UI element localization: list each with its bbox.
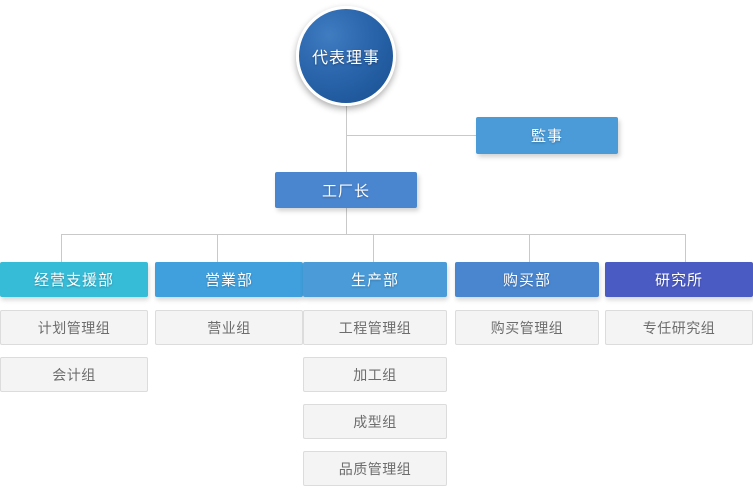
- node-factory-manager-label: 工厂长: [321, 182, 370, 200]
- node-group-processing[interactable]: 加工组: [303, 357, 447, 392]
- node-group-purchasing-management[interactable]: 购买管理组: [455, 310, 599, 345]
- node-department-purchasing[interactable]: 购买部: [455, 262, 599, 297]
- node-department-management-support[interactable]: 经营支援部: [0, 262, 148, 297]
- node-group-accounting-label: 会计组: [52, 366, 96, 383]
- node-auditor-label: 監事: [530, 128, 563, 145]
- node-department-purchasing-label: 购买部: [502, 272, 551, 289]
- node-department-production[interactable]: 生产部: [303, 262, 447, 297]
- node-representative-director-label: 代表理事: [311, 50, 380, 67]
- node-group-molding[interactable]: 成型组: [303, 404, 447, 439]
- node-group-engineering-management-label: 工程管理组: [338, 319, 412, 336]
- node-group-quality-management[interactable]: 品质管理组: [303, 451, 447, 486]
- node-group-sales-label: 营业组: [207, 319, 251, 336]
- node-group-planning-management-label: 计划管理组: [37, 319, 111, 336]
- connector-drop-dept-1: [61, 234, 62, 262]
- connector-drop-dept-4: [529, 234, 530, 262]
- node-auditor[interactable]: 監事: [476, 117, 618, 154]
- node-department-management-support-label: 经营支援部: [33, 272, 114, 289]
- node-department-sales-label: 営業部: [204, 272, 253, 289]
- node-group-processing-label: 加工组: [353, 366, 397, 383]
- connector-auditor-horizontal: [346, 135, 476, 136]
- node-group-accounting[interactable]: 会计组: [0, 357, 148, 392]
- node-group-quality-management-label: 品质管理组: [338, 460, 412, 477]
- node-group-planning-management[interactable]: 计划管理组: [0, 310, 148, 345]
- node-department-production-label: 生产部: [350, 272, 399, 289]
- node-department-sales[interactable]: 営業部: [155, 262, 303, 297]
- connector-manager-vertical: [346, 207, 347, 235]
- node-group-engineering-management[interactable]: 工程管理组: [303, 310, 447, 345]
- connector-drop-dept-5: [685, 234, 686, 262]
- connector-root-vertical: [346, 106, 347, 207]
- node-department-research-institute-label: 研究所: [654, 272, 703, 289]
- node-group-molding-label: 成型组: [353, 413, 397, 430]
- connector-drop-dept-3: [373, 234, 374, 262]
- node-group-sales[interactable]: 营业组: [155, 310, 303, 345]
- node-group-dedicated-research[interactable]: 专任研究组: [605, 310, 753, 345]
- node-group-purchasing-management-label: 购买管理组: [490, 319, 564, 336]
- node-factory-manager[interactable]: 工厂长: [275, 172, 417, 208]
- node-department-research-institute[interactable]: 研究所: [605, 262, 753, 297]
- node-representative-director[interactable]: 代表理事: [296, 6, 396, 106]
- node-group-dedicated-research-label: 专任研究组: [642, 319, 716, 336]
- connector-drop-dept-2: [217, 234, 218, 262]
